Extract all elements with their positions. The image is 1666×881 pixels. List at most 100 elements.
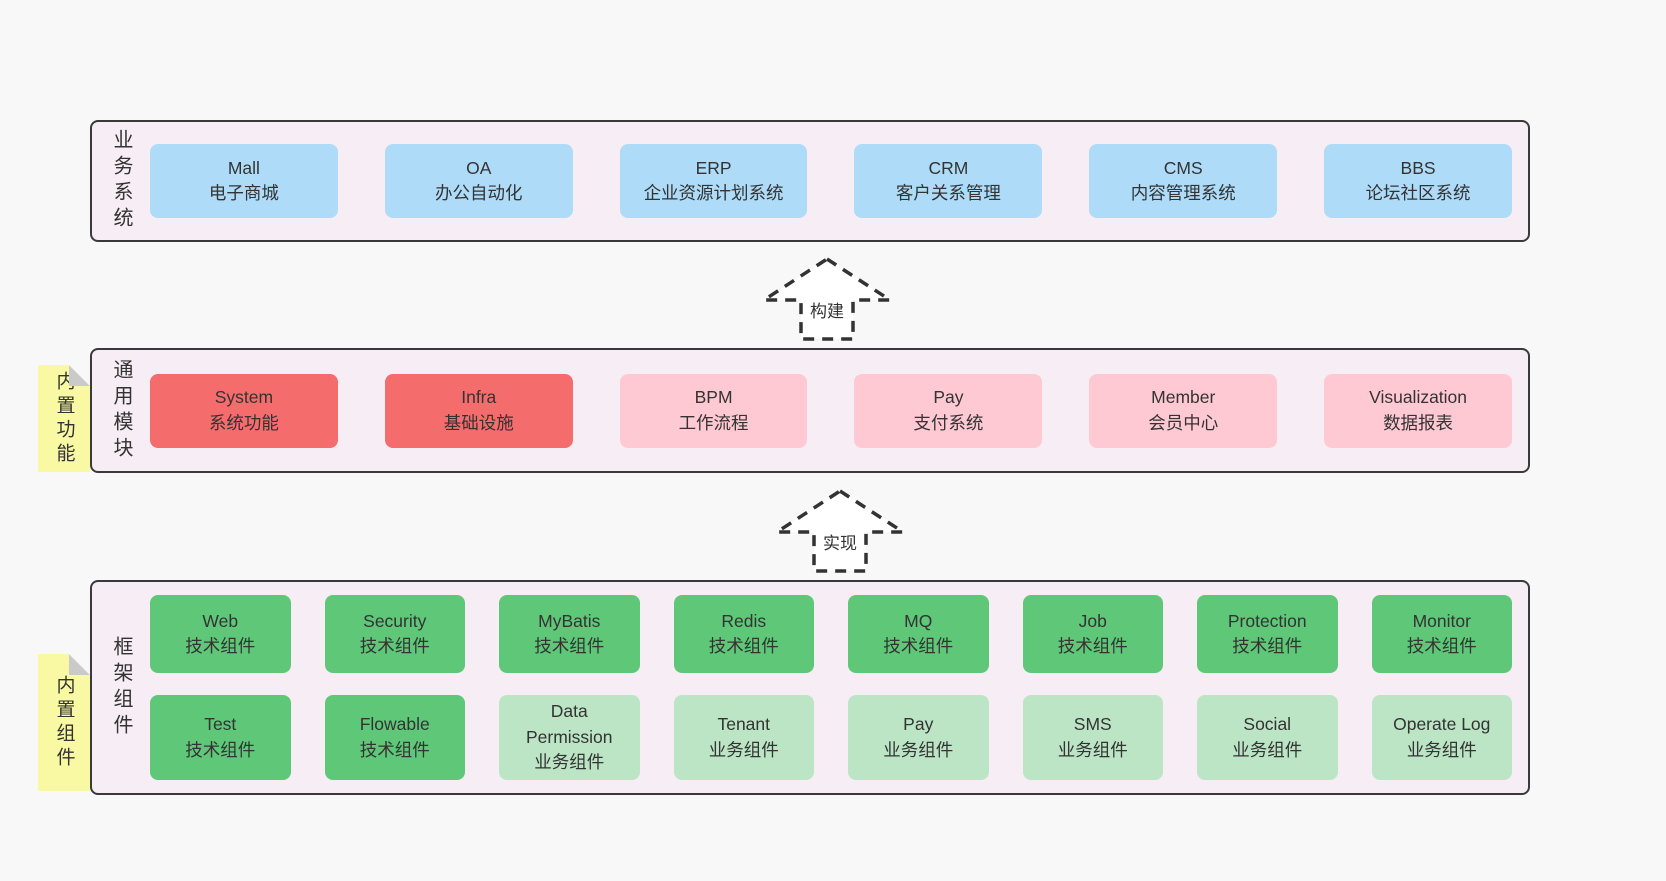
module-desc: 业务组件: [534, 752, 605, 773]
module-name: Pay: [933, 387, 964, 408]
module-name: Monitor: [1412, 611, 1471, 632]
module-name: Social: [1243, 714, 1292, 735]
panel-side-label-text: 框架组件: [110, 635, 132, 740]
sticky-note-built-in-features: 内置功能: [38, 365, 90, 472]
module-desc: 业务组件: [1057, 739, 1128, 760]
module-box-mq: MQ 技术组件: [848, 595, 989, 674]
module-desc: 业务组件: [1232, 739, 1303, 760]
module-name: ERP: [695, 157, 732, 178]
module-box-flowable: Flowable 技术组件: [324, 695, 465, 780]
module-box-test: Test 技术组件: [150, 695, 291, 780]
module-desc: 会员中心: [1148, 412, 1219, 433]
module-name: MyBatis: [538, 611, 601, 632]
module-desc: 论坛社区系统: [1365, 183, 1471, 203]
module-desc: 技术组件: [883, 636, 954, 657]
module-box-infra: Infra 基础设施: [384, 373, 573, 448]
module-desc: 客户关系管理: [895, 183, 1001, 203]
module-desc: 办公自动化: [434, 183, 523, 203]
module-desc: 技术组件: [185, 739, 256, 760]
module-desc: 技术组件: [534, 636, 605, 657]
module-name: Security: [363, 611, 427, 632]
module-name: Flowable: [359, 714, 430, 735]
module-name: Test: [204, 714, 237, 735]
module-box-pay: Pay 支付系统: [854, 373, 1043, 448]
module-desc: 工作流程: [678, 412, 749, 433]
module-box-monitor: Monitor 技术组件: [1371, 595, 1512, 674]
module-name: Protection: [1227, 611, 1307, 632]
panel-side-label-text: 通用模块: [110, 358, 132, 463]
module-desc: 技术组件: [1232, 636, 1303, 657]
module-box-job: Job 技术组件: [1022, 595, 1163, 674]
module-box-protection: Protection 技术组件: [1197, 595, 1338, 674]
sticky-note-text: 内置组件: [53, 674, 75, 771]
module-name: System: [214, 387, 274, 408]
module-desc: 技术组件: [1057, 636, 1128, 657]
module-box-pay: Pay 业务组件: [848, 695, 989, 780]
module-box-member: Member 会员中心: [1089, 373, 1278, 448]
module-box-oa: OA 办公自动化: [384, 144, 573, 218]
module-box-system: System 系统功能: [150, 373, 338, 448]
module-desc: 业务组件: [1406, 739, 1477, 760]
module-box-redis: Redis 技术组件: [673, 595, 814, 674]
sticky-folded-corner: [69, 654, 90, 675]
module-desc: 系统功能: [208, 412, 279, 433]
module-box-erp: ERP 企业资源计划系统: [619, 144, 808, 218]
module-box-crm: CRM 客户关系管理: [854, 144, 1043, 218]
module-desc: 内容管理系统: [1130, 183, 1236, 203]
common-modules-box-row: System 系统功能 Infra 基础设施 BPM 工作流程 Pay 支付系统 Member 会…: [150, 350, 1528, 471]
module-name: Redis: [721, 611, 767, 632]
module-box-mall: Mall 电子商城: [150, 144, 338, 218]
module-box-security: Security 技术组件: [324, 595, 465, 674]
module-box-operate-log: Operate Log 业务组件: [1371, 695, 1512, 780]
module-desc: 基础设施: [443, 412, 514, 433]
module-box-social: Social 业务组件: [1197, 695, 1338, 780]
module-name: Infra: [461, 387, 497, 408]
panel-business-systems: 业务系统 Mall 电子商城 OA 办公自动化 ERP 企业资源计划系统 CRM 客户关系管理…: [90, 120, 1530, 242]
module-name: Mall: [227, 157, 260, 178]
module-desc: 技术组件: [708, 636, 779, 657]
module-name: CRM: [928, 157, 969, 178]
module-name: Job: [1078, 611, 1107, 632]
module-box-tenant: Tenant 业务组件: [673, 695, 814, 780]
module-box-bpm: BPM 工作流程: [619, 373, 808, 448]
module-box-mybatis: MyBatis 技术组件: [499, 595, 640, 674]
panel-side-label-text: 业务系统: [110, 129, 132, 233]
module-name: Web: [202, 611, 239, 632]
build-arrow-label: 构建: [807, 297, 847, 322]
module-desc: 业务组件: [708, 739, 779, 760]
module-name: OA: [466, 157, 492, 178]
build-arrow: 构建: [759, 256, 895, 342]
module-name: Member: [1151, 387, 1216, 408]
module-name: Tenant: [717, 714, 771, 735]
module-name: MQ: [904, 611, 933, 632]
module-name: Data Permission: [525, 701, 613, 747]
sticky-note-text: 内置功能: [53, 370, 75, 467]
panel-side-label: 业务系统: [92, 122, 150, 240]
sticky-folded-corner: [69, 365, 90, 386]
sticky-note-built-in-components: 内置组件: [38, 654, 90, 791]
panel-side-label: 通用模块: [92, 350, 150, 471]
module-name: Operate Log: [1393, 714, 1491, 735]
implement-arrow-label: 实现: [820, 529, 860, 554]
module-desc: 电子商城: [208, 183, 279, 203]
module-name: BPM: [694, 387, 733, 408]
module-name: Visualization: [1369, 387, 1468, 408]
module-name: Pay: [903, 714, 934, 735]
module-desc: 技术组件: [359, 739, 430, 760]
module-box-data-permission: Data Permission 业务组件: [499, 695, 640, 780]
module-desc: 支付系统: [913, 412, 984, 433]
module-desc: 技术组件: [1406, 636, 1477, 657]
module-desc: 业务组件: [883, 739, 954, 760]
module-desc: 技术组件: [359, 636, 430, 657]
module-desc: 企业资源计划系统: [643, 183, 784, 203]
